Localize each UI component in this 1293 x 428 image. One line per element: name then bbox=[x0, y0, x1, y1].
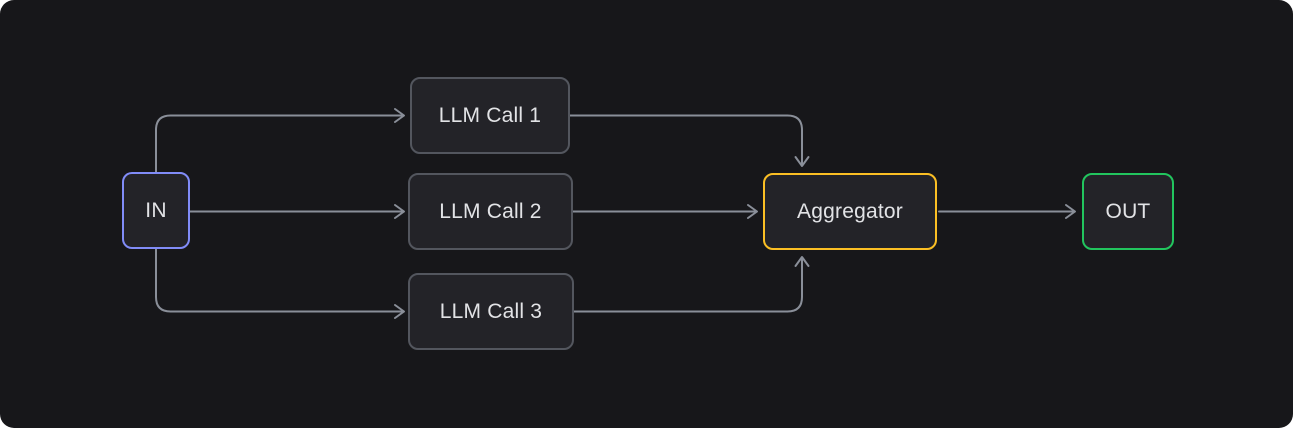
arrowhead-icon bbox=[394, 108, 405, 123]
edge-in-to-llm-call-1 bbox=[155, 108, 405, 173]
flow-node-llm-call-1[interactable]: LLM Call 1 bbox=[410, 77, 570, 154]
edge-in-to-llm-call-2 bbox=[189, 204, 405, 219]
flow-node-llm-call-3[interactable]: LLM Call 3 bbox=[408, 273, 574, 350]
flow-node-llm-call-1-label: LLM Call 1 bbox=[438, 103, 542, 127]
edge-llm-call-2-to-aggregator bbox=[572, 204, 758, 219]
flow-node-in-label: IN bbox=[145, 198, 167, 222]
flow-node-llm-call-2[interactable]: LLM Call 2 bbox=[408, 173, 573, 250]
flow-node-llm-call-2-label: LLM Call 2 bbox=[439, 199, 542, 223]
arrowhead-icon bbox=[394, 304, 405, 319]
arrowhead-icon bbox=[794, 156, 810, 167]
flow-node-aggregator-label: Aggregator bbox=[797, 199, 903, 223]
arrowhead-icon bbox=[394, 204, 405, 219]
edge-aggregator-to-out bbox=[938, 204, 1076, 219]
flow-node-aggregator[interactable]: Aggregator bbox=[763, 173, 937, 250]
edge-llm-call-1-to-aggregator bbox=[569, 114, 810, 167]
edge-in-to-llm-call-3 bbox=[155, 248, 405, 319]
arrowhead-icon bbox=[1065, 204, 1076, 219]
flow-node-out[interactable]: OUT bbox=[1082, 173, 1174, 250]
flow-node-in[interactable]: IN bbox=[122, 172, 190, 249]
arrowhead-icon bbox=[794, 256, 810, 267]
arrowhead-icon bbox=[747, 204, 758, 219]
flow-node-llm-call-3-label: LLM Call 3 bbox=[439, 299, 543, 323]
flow-node-out-label: OUT bbox=[1105, 199, 1151, 223]
edge-llm-call-3-to-aggregator bbox=[573, 256, 810, 313]
